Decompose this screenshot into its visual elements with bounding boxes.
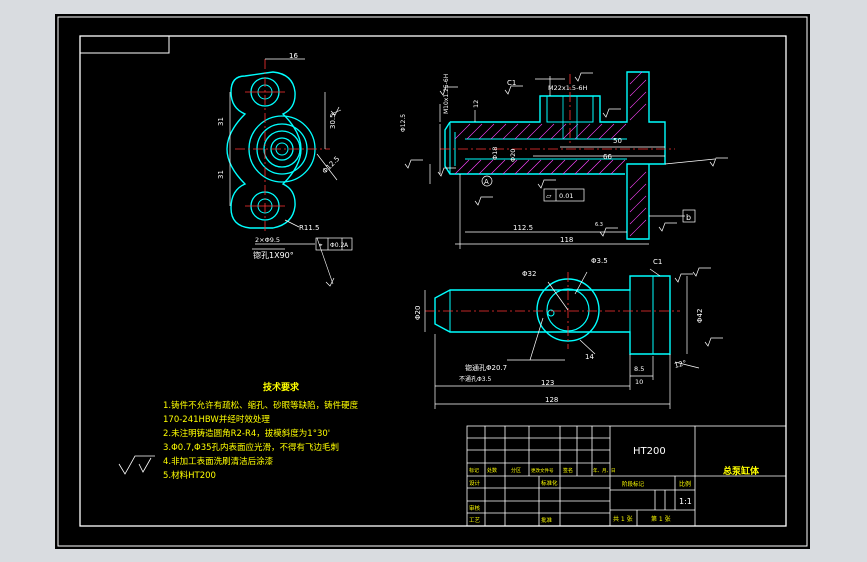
dim-len-10: 10 bbox=[635, 378, 643, 386]
dim-left-lower: 31 bbox=[217, 170, 225, 179]
outer-border bbox=[57, 16, 808, 547]
corner-box bbox=[79, 35, 170, 54]
row-header-sign: 签名 bbox=[563, 467, 573, 474]
hole-note: 2×Φ9.5 bbox=[255, 236, 280, 244]
dim-dia-20: Φ20 bbox=[414, 306, 422, 320]
bore-note-2: 不通孔Φ3.5 bbox=[459, 375, 491, 383]
title-part-name: 总泵缸体 bbox=[723, 465, 760, 477]
dim-vert-thread: M10x1.25-6H bbox=[443, 74, 450, 114]
dim-len-118: 118 bbox=[560, 236, 573, 244]
title-sheets-total: 共 1 张 bbox=[613, 515, 633, 523]
label-process: 工艺 bbox=[469, 517, 481, 524]
drawing-sheet: 16 31 31 30.5 Φ12.5 R11.5 2×Φ9.5 锪孔1X90°… bbox=[55, 14, 810, 549]
title-sheet-no: 第 1 张 bbox=[651, 515, 671, 523]
tech-heading: 技术要求 bbox=[263, 381, 300, 393]
dim-side-14: 14 bbox=[585, 353, 594, 361]
dim-len-1125: 112.5 bbox=[513, 224, 533, 232]
flatness-value: 0.01 bbox=[559, 192, 573, 200]
datum-a-circle: A bbox=[484, 178, 489, 186]
label-standardize: 标准化 bbox=[541, 479, 558, 487]
end-view bbox=[226, 58, 353, 287]
drawing-canvas: 16 31 31 30.5 Φ12.5 R11.5 2×Φ9.5 锪孔1X90°… bbox=[57, 16, 808, 547]
title-scale-label: 比例 bbox=[679, 480, 691, 488]
top-view bbox=[424, 267, 723, 409]
title-scale: 1:1 bbox=[679, 497, 692, 506]
dim-top-width: 16 bbox=[289, 52, 298, 60]
dim-chamfer-c1b: C1 bbox=[653, 258, 662, 266]
label-approve: 批准 bbox=[541, 516, 553, 524]
title-stage: 阶段标记 bbox=[622, 480, 645, 488]
tech-requirements: 技术要求 1.铸件不允许有疏松、缩孔、砂眼等缺陷，铸件硬度 170-241HBW… bbox=[118, 381, 359, 481]
dim-radius: R11.5 bbox=[299, 224, 319, 232]
pos-tol-symbol: ⌖ bbox=[319, 242, 323, 249]
pos-tol-datum: A bbox=[344, 242, 349, 249]
bore-note: 锪通孔Φ20.7 bbox=[465, 363, 507, 372]
dim-dia-125: Φ12.5 bbox=[400, 114, 407, 132]
dim-dia-18: Φ18 bbox=[491, 147, 499, 160]
dim-len-12: 12 bbox=[472, 100, 480, 108]
dim-dia-42: Φ42 bbox=[696, 309, 704, 323]
tech-item-1: 1.铸件不允许有疏松、缩孔、砂眼等缺陷，铸件硬度 bbox=[163, 400, 359, 411]
tech-item-5: 5.材料HT200 bbox=[163, 470, 216, 481]
row-header-count: 处数 bbox=[487, 467, 497, 474]
dim-dia-35: Φ3.5 bbox=[591, 257, 608, 265]
dim-len-66: 66 bbox=[603, 153, 612, 161]
pos-tol-value: Φ0.2 bbox=[330, 242, 344, 249]
dim-len-85: 8.5 bbox=[634, 365, 644, 373]
dim-right-vert: 30.5 bbox=[329, 113, 337, 129]
row-header-date: 年、月、日 bbox=[593, 467, 616, 474]
label-review: 审核 bbox=[469, 504, 481, 512]
section-view bbox=[404, 71, 728, 249]
dim-len-123: 123 bbox=[541, 379, 554, 387]
title-block bbox=[466, 425, 787, 527]
tech-item-3: 3.Φ0.7,Φ35孔内表面应光滑，不得有飞边毛刺 bbox=[163, 442, 339, 453]
row-header-mark: 标记 bbox=[469, 467, 479, 474]
dim-dia-20-section: Φ20 bbox=[509, 149, 517, 162]
label-design: 设计 bbox=[469, 479, 481, 487]
flatness-symbol: ⏥ bbox=[546, 192, 552, 200]
tech-item-2: 2.未注明铸造圆角R2-R4，拔模斜度为1°30' bbox=[163, 428, 330, 439]
dim-angle-12: 12° bbox=[673, 359, 687, 370]
dim-len-50: 50 bbox=[613, 137, 622, 145]
dim-thread: M22x1.5-6H bbox=[548, 84, 588, 92]
dim-len-128: 128 bbox=[545, 396, 558, 404]
counterbore-note: 锪孔1X90° bbox=[253, 250, 294, 260]
inner-border bbox=[79, 35, 787, 527]
dim-dia-32: Φ32 bbox=[522, 270, 536, 278]
datum-b-box: b bbox=[686, 213, 691, 222]
dim-chamfer-c1: C1 bbox=[507, 79, 516, 87]
row-header-doc: 更改文件号 bbox=[531, 467, 554, 474]
row-header-zone: 分区 bbox=[511, 467, 521, 474]
title-material: HT200 bbox=[633, 446, 666, 457]
dim-left-upper: 31 bbox=[217, 117, 225, 126]
surface-note: 6.3 bbox=[595, 222, 603, 228]
roughness-symbol bbox=[118, 455, 155, 475]
tech-item-4: 4.非加工表面洗刷清洁后涂漆 bbox=[163, 456, 274, 467]
tech-item-1b: 170-241HBW并经时效处理 bbox=[163, 414, 270, 425]
